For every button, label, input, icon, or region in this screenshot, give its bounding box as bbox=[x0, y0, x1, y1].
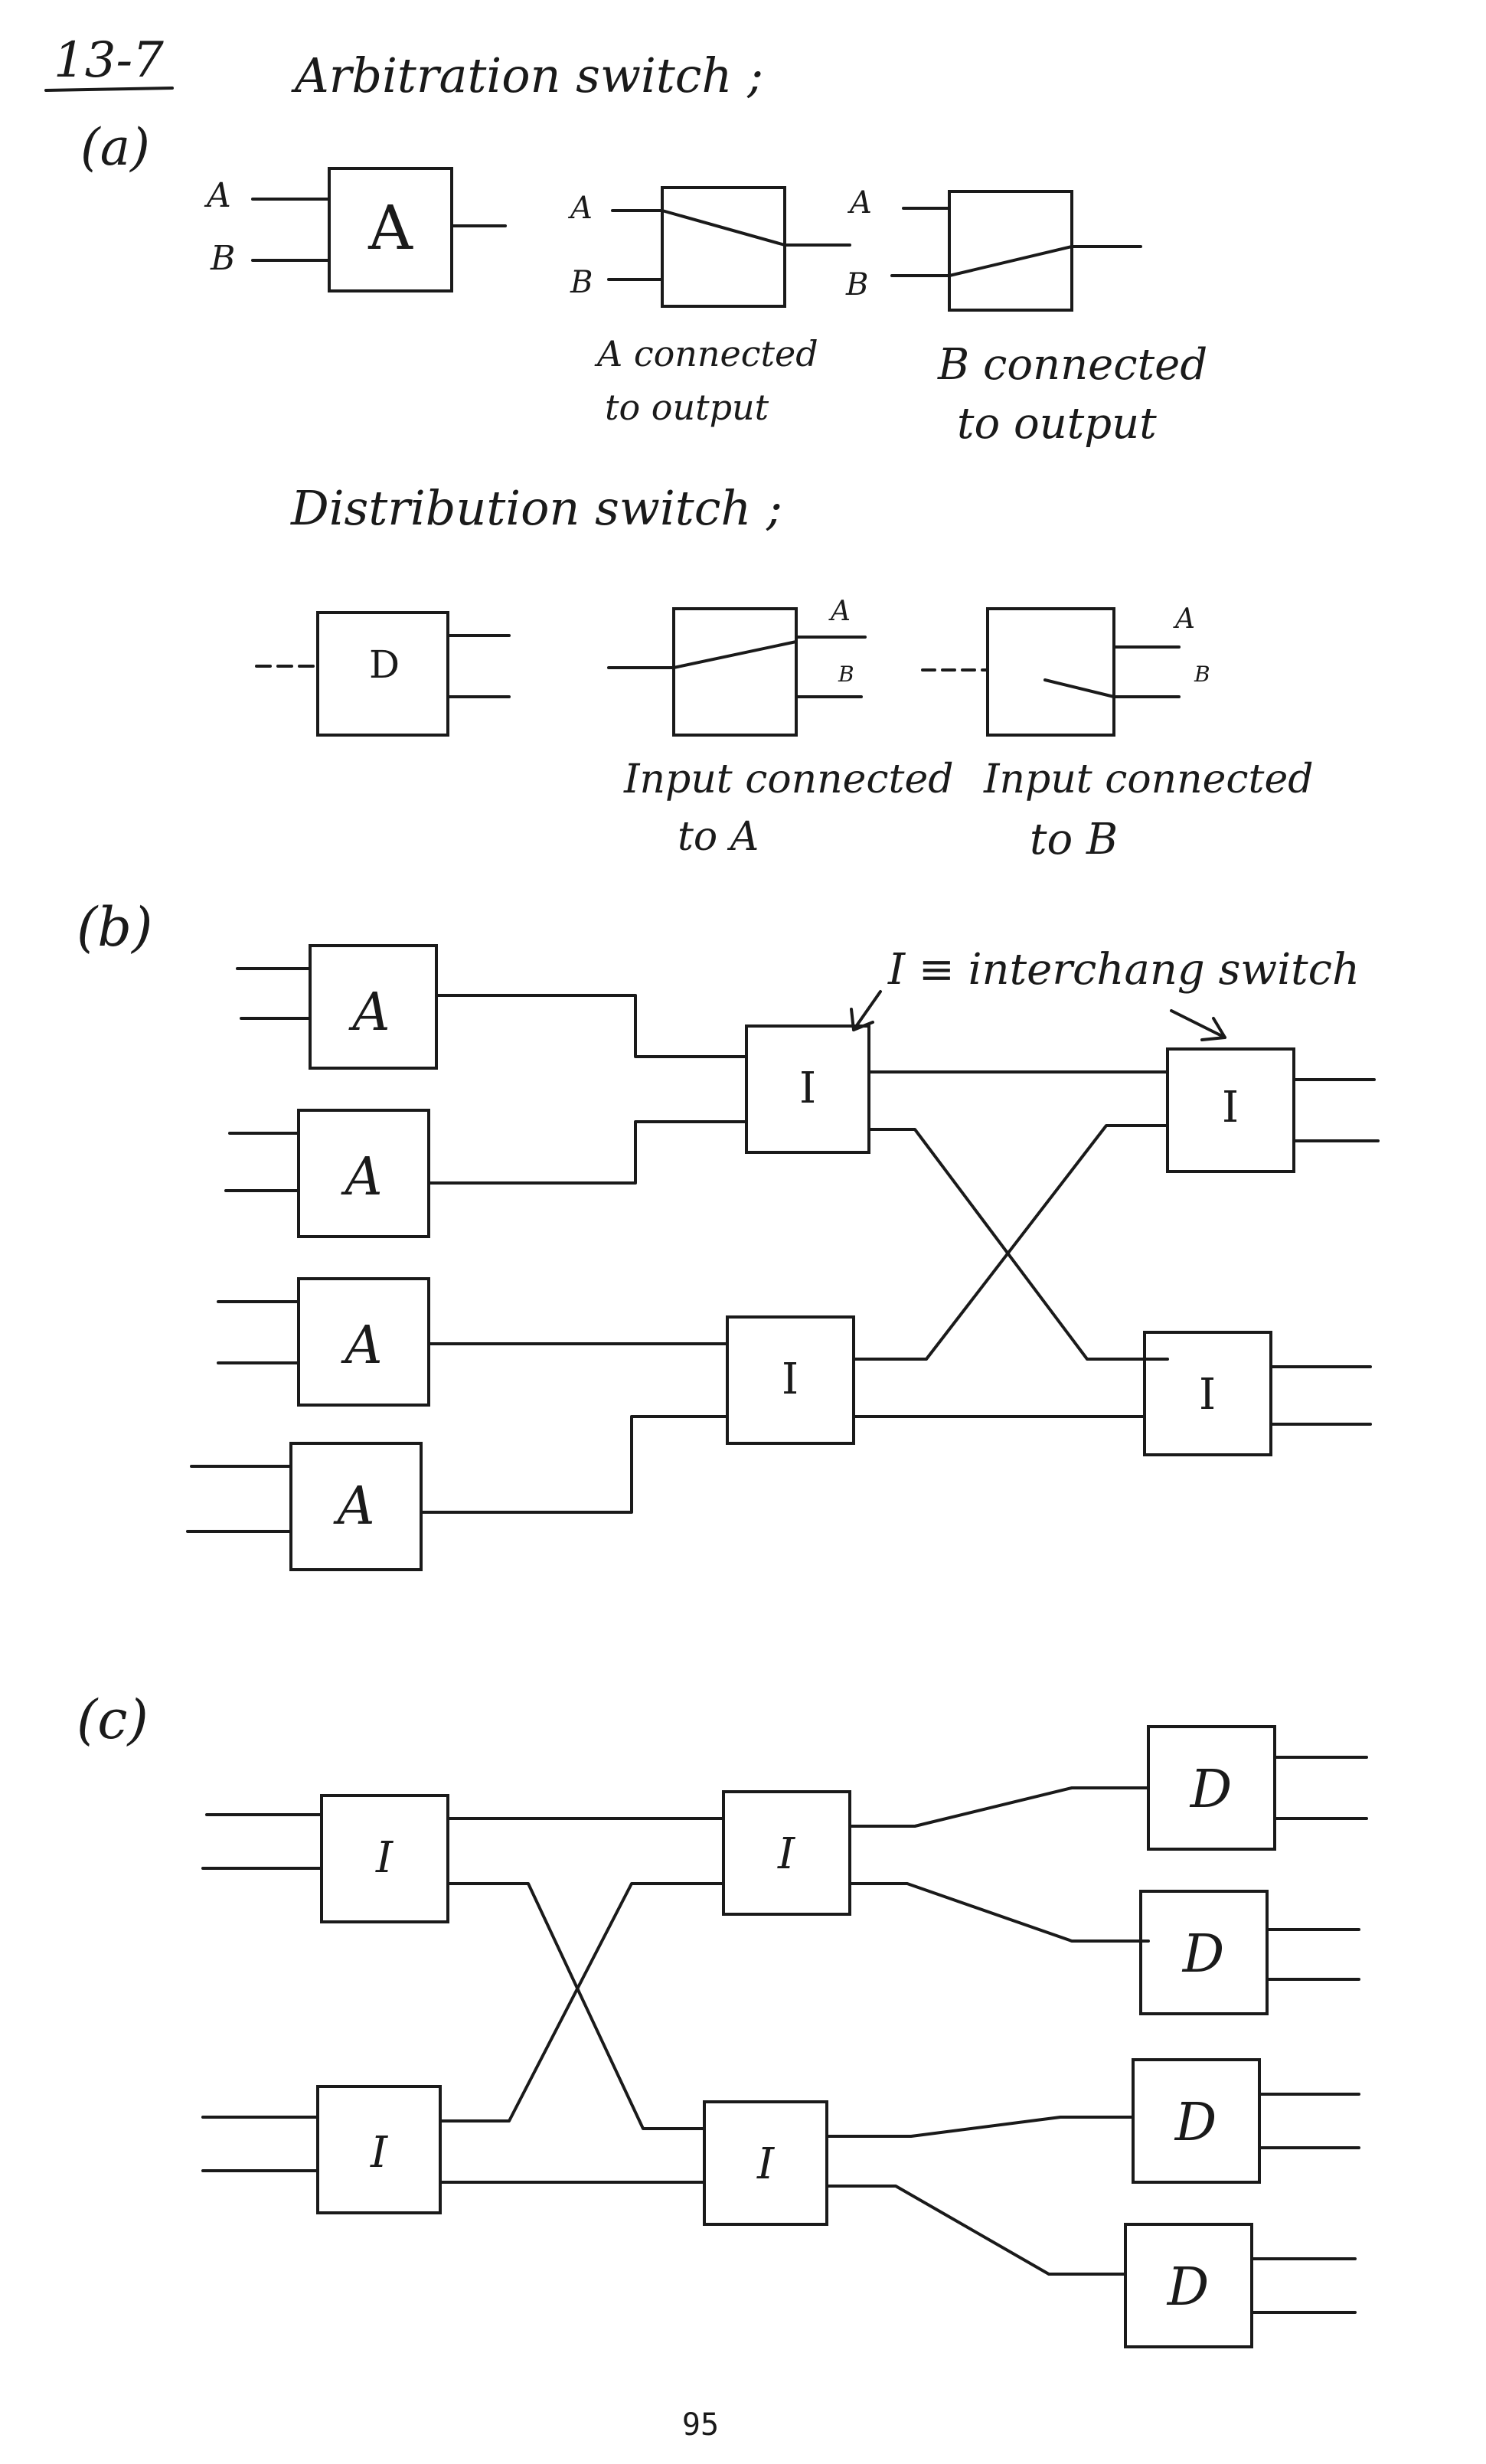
arbiter-2-output bbox=[427, 1120, 748, 1185]
distributor-4-label: D bbox=[1166, 2257, 1210, 2318]
problem-number-underline bbox=[44, 87, 174, 92]
interchange-c-1-label: I bbox=[375, 1833, 394, 1883]
distribution-state-b-box bbox=[986, 607, 1115, 737]
note-arrow-right bbox=[1170, 1009, 1226, 1041]
distribution-box-label: D bbox=[369, 642, 400, 687]
part-c-network: I I I I D D D D bbox=[201, 1725, 1368, 2348]
arbitration-state-a: A B A connected to output bbox=[567, 186, 851, 428]
interchange-c-3-label: I bbox=[777, 1829, 796, 1879]
arbiter-4-output bbox=[420, 1415, 729, 1514]
link-b-1-to-4 bbox=[867, 1128, 1169, 1361]
dist-state-a-caption-line2: to A bbox=[678, 814, 759, 860]
distribution-state-a: A B Input connected to A bbox=[607, 596, 954, 860]
arbitration-heading: Arbitration switch ; bbox=[291, 47, 763, 103]
arbiter-4-label: A bbox=[332, 1476, 374, 1537]
distribution-state-a-box bbox=[672, 607, 798, 737]
dist-state-a-output-a-label: A bbox=[828, 596, 851, 627]
state-a-input-a-label: A bbox=[567, 191, 593, 226]
state-b-input-b-label: B bbox=[845, 267, 868, 302]
arbitration-input-a-label: A bbox=[204, 176, 231, 215]
interchange-b-4 bbox=[1143, 1331, 1272, 1456]
arbiter-3-label: A bbox=[340, 1315, 382, 1376]
arbitration-box bbox=[328, 167, 453, 292]
state-a-connection bbox=[661, 209, 786, 247]
distributor-3 bbox=[1132, 2058, 1261, 2184]
state-a-caption-line1: A connected bbox=[594, 333, 818, 374]
distributor-1 bbox=[1147, 1725, 1276, 1851]
arbiter-4 bbox=[289, 1442, 423, 1571]
interchange-b-3 bbox=[1166, 1047, 1295, 1173]
state-b-connection bbox=[948, 245, 1073, 277]
state-b-caption-line1: B connected bbox=[937, 340, 1207, 390]
interchange-c-2 bbox=[316, 2085, 442, 2214]
link-c-4-to-d4 bbox=[825, 2185, 1127, 2276]
dist-state-a-output-b-label: B bbox=[838, 662, 854, 687]
distributor-1-label: D bbox=[1189, 1760, 1233, 1820]
arbiter-1-output bbox=[435, 994, 748, 1058]
interchange-b-1-label: I bbox=[799, 1064, 816, 1113]
state-a-input-b-label: B bbox=[570, 265, 593, 300]
link-b-2-to-3 bbox=[852, 1124, 1169, 1361]
dist-state-a-connection bbox=[672, 640, 798, 669]
page-number: 95 bbox=[682, 2407, 719, 2443]
link-c-4-to-d3 bbox=[825, 2116, 1135, 2138]
link-c-3-to-d1 bbox=[848, 1786, 1150, 1828]
interchange-c-3 bbox=[722, 1790, 851, 1916]
part-b-label: (b) bbox=[77, 896, 152, 959]
dist-state-b-caption-line2: to B bbox=[1030, 815, 1118, 864]
part-c-label: (c) bbox=[77, 1688, 149, 1751]
arbiter-3 bbox=[297, 1277, 430, 1407]
interchange-c-2-label: I bbox=[370, 2128, 389, 2178]
part-a-label: (a) bbox=[80, 118, 150, 177]
state-b-input-a-label: A bbox=[847, 185, 872, 221]
distribution-box bbox=[316, 611, 449, 737]
arbiter-1 bbox=[309, 944, 438, 1070]
dist-state-a-caption-line1: Input connected bbox=[623, 757, 954, 802]
dist-state-b-caption-line1: Input connected bbox=[983, 757, 1314, 802]
arbiter-1-label: A bbox=[348, 982, 390, 1043]
interchange-c-4 bbox=[703, 2100, 828, 2226]
problem-number: 13-7 bbox=[54, 32, 164, 89]
note-arrow-left bbox=[850, 990, 882, 1031]
arbiter-2-label: A bbox=[340, 1147, 382, 1207]
interchange-note: I ≡ interchang switch bbox=[887, 945, 1360, 995]
distributor-3-label: D bbox=[1174, 2093, 1217, 2153]
link-c-2-to-3 bbox=[439, 1882, 725, 2123]
interchange-c-1 bbox=[320, 1794, 449, 1923]
distributor-2 bbox=[1139, 1890, 1269, 2015]
arbitration-input-b-label: B bbox=[210, 239, 235, 278]
arbitration-state-b: A B B connected to output bbox=[845, 185, 1207, 449]
interchange-b-2 bbox=[726, 1315, 855, 1445]
distribution-heading: Distribution switch ; bbox=[290, 480, 782, 536]
interchange-b-3-label: I bbox=[1222, 1083, 1239, 1132]
dist-state-b-connection bbox=[1043, 678, 1115, 698]
state-a-caption-line2: to output bbox=[605, 387, 769, 428]
part-b-network: A A A A I I I I bbox=[186, 944, 1380, 1571]
arbitration-state-b-box bbox=[948, 190, 1073, 312]
distribution-state-b: A B Input connected to B bbox=[921, 603, 1314, 864]
arbitration-state-a-box bbox=[661, 186, 786, 308]
interchange-b-2-label: I bbox=[782, 1355, 799, 1404]
state-b-caption-line2: to output bbox=[957, 399, 1157, 449]
arbitration-switch-symbol: A A B bbox=[204, 167, 507, 292]
dist-state-b-output-a-label: A bbox=[1173, 603, 1195, 635]
interchange-b-1 bbox=[745, 1024, 870, 1154]
dist-state-b-output-b-label: B bbox=[1194, 662, 1210, 687]
distributor-2-label: D bbox=[1181, 1924, 1225, 1985]
distributor-4 bbox=[1124, 2223, 1253, 2348]
interchange-b-4-label: I bbox=[1199, 1370, 1216, 1420]
distribution-switch-symbol: D bbox=[255, 611, 511, 737]
link-c-3-to-d2 bbox=[848, 1882, 1150, 1943]
interchange-c-4-label: I bbox=[756, 2139, 776, 2189]
link-c-1-to-4 bbox=[446, 1882, 706, 2130]
arbiter-2 bbox=[297, 1109, 430, 1238]
arbitration-box-label: A bbox=[367, 192, 413, 263]
